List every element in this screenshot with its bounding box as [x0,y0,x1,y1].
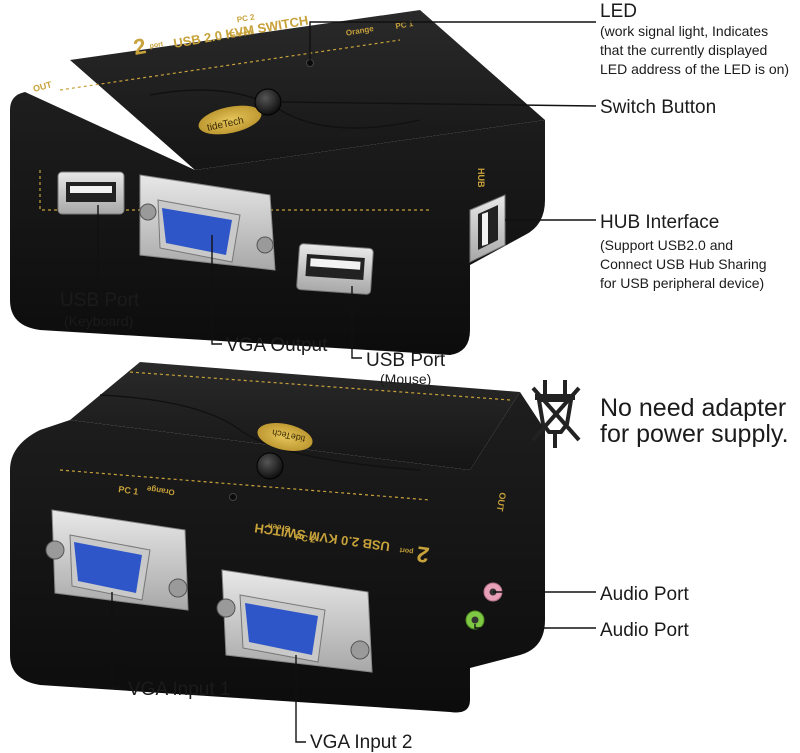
usb-keyboard-sub: (Keyboard) [64,313,133,329]
device-top-surface [70,10,545,170]
power-line1: No need adapter [600,394,786,422]
switch-button-label: Switch Button [600,97,716,118]
bottom-gold-dashed-line-2 [59,469,431,501]
brand-logo-top [198,105,262,135]
bottom-out-text: OUT [495,492,508,513]
leader-switch-button [281,101,597,107]
bottom-green-text: Green [267,521,291,533]
usb-keyboard-title: USB Port [60,290,140,311]
top-port-count: 2 [132,33,148,60]
no-power-plug-icon [531,380,581,448]
bottom-port-count-suffix: port [399,546,414,555]
audio-port-green [465,610,485,630]
vga-output-port [139,174,276,271]
leader-vga-input-2 [295,655,306,743]
switch-button [254,88,282,116]
leader-usb-keyboard [58,205,99,301]
bottom-pc1-text: PC 1 [118,484,139,497]
gold-dashed-frame [39,170,430,211]
device-front-face [10,92,545,355]
hub-desc-line1: (Support USB2.0 and [600,237,733,253]
bottom-led-indicator [229,493,237,501]
usb-mouse-sub: (Mouse) [380,371,431,387]
led-indicator [306,59,314,67]
kvm-switch-top-view: 2 port USB 2.0 KVM SWITCH Green Orange P… [10,10,545,355]
top-panel-curve [149,89,421,129]
usb-mouse-title: USB Port [366,350,446,371]
brand-logo-bottom [257,423,313,451]
audio-port-2-label: Audio Port [600,620,689,641]
vga-input-2-label: VGA Input 2 [310,732,412,753]
leader-audio-2 [474,624,596,629]
hub-title: HUB Interface [600,212,719,233]
leader-vga-output [211,235,222,345]
bottom-orange-text: Orange [146,484,176,497]
device-bottom-top-surface [70,362,520,470]
leader-lines [58,21,597,743]
power-line2: for power supply. [600,420,789,448]
bottom-panel-curve [99,394,421,471]
bottom-pc2-text: PC 2 [295,532,316,545]
vga-input-2-port [216,569,373,673]
audio-port-1-label: Audio Port [600,584,689,605]
bottom-led-print: Orange Green [146,484,292,533]
led-desc-line1: (work signal light, Indicates [600,23,768,39]
leader-usb-mouse [351,286,362,359]
top-hub-text: HUB [476,168,486,188]
leader-vga-input-1 [111,592,124,689]
top-pc2-text: PC 2 [236,12,256,24]
top-port-count-suffix: port [149,41,164,50]
led-title: LED [600,1,637,22]
usb-port-keyboard [57,171,125,215]
kvm-switch-bottom-view: 2 port USB 2.0 KVM SWITCH Orange Green P… [10,362,545,713]
usb-port-mouse [296,243,374,295]
led-desc-line3: LED address of the LED is on) [600,61,789,77]
device-bottom-front-face [10,392,545,713]
bottom-switch-button [256,452,284,480]
top-out-text: OUT [32,79,53,94]
hub-desc-line2: Connect USB Hub Sharing [600,256,767,272]
vga-input-1-label: VGA Input 1 [128,679,230,700]
top-green-text: Green [229,27,253,40]
vga-input-1-port [45,509,189,611]
hub-desc-line3: for USB peripheral device) [600,275,764,291]
usb-hub-port [469,194,506,263]
leader-led [309,21,596,60]
vga-output-label: VGA Output [226,335,328,356]
led-desc-line2: that the currently displayed [600,42,767,58]
bottom-port-count: 2 [415,541,431,567]
callout-labels: LED (work signal light, Indicates that t… [60,1,789,753]
